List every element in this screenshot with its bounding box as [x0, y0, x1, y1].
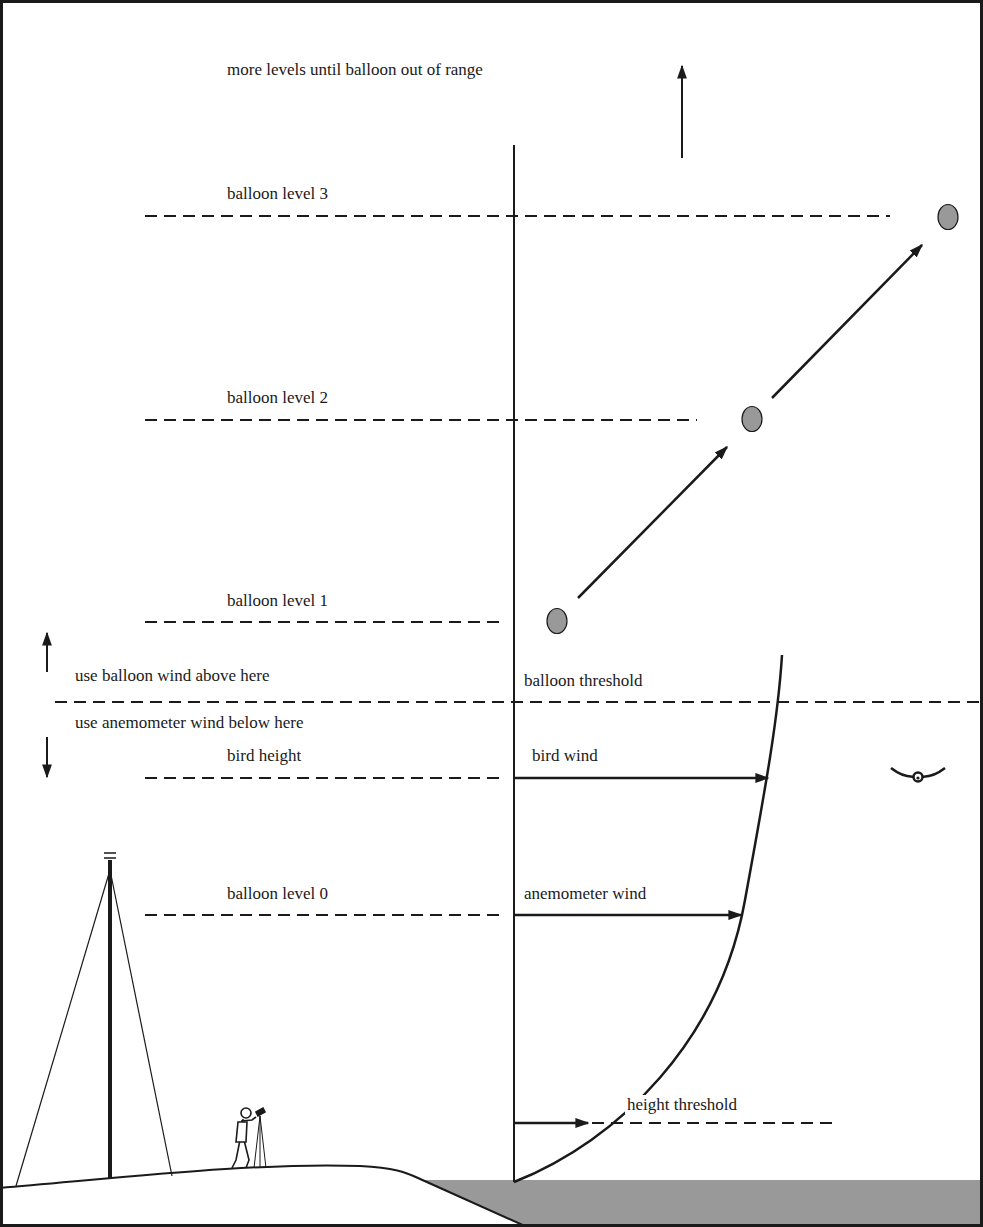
diagram-label: balloon level 1 — [225, 591, 330, 611]
diagram-label: balloon level 3 — [225, 184, 330, 204]
diagram-label: use anemometer wind below here — [73, 713, 305, 733]
diagram-label: balloon level 0 — [225, 884, 330, 904]
diagram-label: use balloon wind above here — [73, 666, 272, 686]
diagram-label: more levels until balloon out of range — [225, 60, 485, 80]
diagram-label: height threshold — [625, 1095, 739, 1115]
diagram-label: anemometer wind — [522, 884, 648, 904]
diagram-label: bird height — [225, 746, 303, 766]
diagram-label: bird wind — [530, 746, 600, 766]
diagram-label: balloon threshold — [522, 671, 645, 691]
diagram-label: balloon level 2 — [225, 388, 330, 408]
